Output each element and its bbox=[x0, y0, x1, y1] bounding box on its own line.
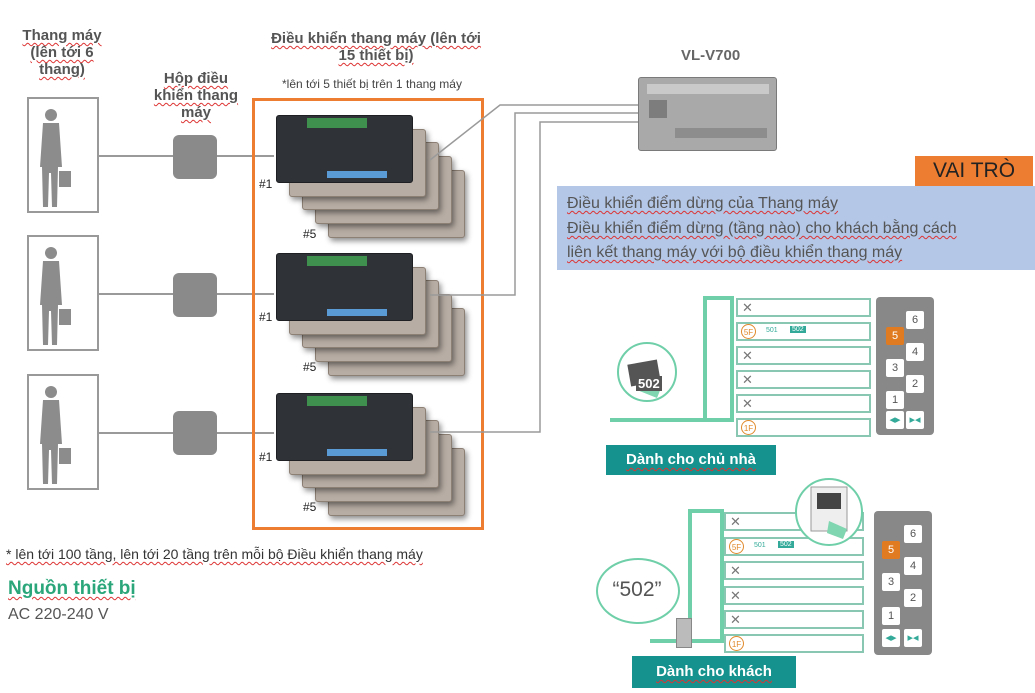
power-title: Nguồn thiết bị bbox=[8, 578, 136, 599]
floor-row: ✕ bbox=[724, 586, 864, 605]
floor-button-5[interactable]: 5 bbox=[882, 541, 900, 559]
floor-row: ✕ bbox=[736, 394, 871, 413]
guest-label: Dành cho khách bbox=[632, 656, 796, 688]
control-box-3 bbox=[173, 411, 217, 455]
floor-button-4[interactable]: 4 bbox=[904, 557, 922, 575]
controller-stack-2 bbox=[276, 253, 476, 393]
key-card-icon bbox=[617, 342, 677, 402]
elevator-2 bbox=[27, 235, 99, 351]
footnote: * lên tới 100 tầng, lên tới 20 tầng trên… bbox=[6, 546, 423, 562]
floor-row: ✕ bbox=[724, 610, 864, 629]
cross-icon: ✕ bbox=[742, 300, 753, 315]
floor-button-4[interactable]: 4 bbox=[906, 343, 924, 361]
stack-label-first: #1 bbox=[259, 177, 273, 191]
elevator-button-panel: 6 5 4 3 2 1 ◂▸ ▸◂ bbox=[876, 297, 934, 435]
controller-stack-3 bbox=[276, 393, 476, 533]
cross-icon: ✕ bbox=[730, 514, 741, 529]
control-box-1 bbox=[173, 135, 217, 179]
floor-marker: 5F bbox=[729, 539, 744, 554]
floor-row: ✕ bbox=[736, 370, 871, 389]
controller-stack-1 bbox=[276, 115, 476, 255]
room-label-active: 502 bbox=[790, 326, 806, 333]
cross-icon: ✕ bbox=[730, 563, 741, 578]
controller-note: *lên tới 5 thiết bị trên 1 thang máy bbox=[282, 77, 462, 91]
floor-button-2[interactable]: 2 bbox=[904, 589, 922, 607]
floor-marker: 5F bbox=[741, 324, 756, 339]
floor-button-3[interactable]: 3 bbox=[886, 359, 904, 377]
role-badge: VAI TRÒ bbox=[915, 156, 1033, 186]
floor-row-selected: 5F 501 502 bbox=[736, 322, 871, 341]
elevator-3 bbox=[27, 374, 99, 490]
door-close-button[interactable]: ▸◂ bbox=[906, 411, 924, 429]
person-icon bbox=[40, 247, 71, 345]
elevator-controller-column-title: Điều khiển thang máy (lên tới 15 thiết b… bbox=[271, 30, 481, 64]
floor-row: 1F bbox=[724, 634, 864, 653]
speech-text: “502” bbox=[612, 578, 662, 601]
cross-icon: ✕ bbox=[742, 372, 753, 387]
floor-button-1[interactable]: 1 bbox=[886, 391, 904, 409]
door-open-button[interactable]: ◂▸ bbox=[886, 411, 904, 429]
floor-button-1[interactable]: 1 bbox=[882, 607, 900, 625]
floor-button-2[interactable]: 2 bbox=[906, 375, 924, 393]
role-line: Điều khiển điểm dừng (tầng nào) cho khác… bbox=[567, 220, 957, 237]
floor-marker: 1F bbox=[741, 420, 756, 435]
person-icon bbox=[40, 109, 71, 207]
role-line: liên kết thang máy với bộ điều khiển tha… bbox=[567, 244, 903, 261]
power-value: AC 220-240 V bbox=[8, 606, 109, 623]
control-box-column-title: Hộp điều khiển thang máy bbox=[153, 70, 239, 121]
floor-button-3[interactable]: 3 bbox=[882, 573, 900, 591]
elevator-controller-device bbox=[276, 393, 413, 461]
cross-icon: ✕ bbox=[742, 348, 753, 363]
stack-label-last: #5 bbox=[303, 500, 317, 514]
elevator-1 bbox=[27, 97, 99, 213]
elevator-controller-device bbox=[276, 115, 413, 183]
role-line: Điều khiển điểm dừng của Thang máy bbox=[567, 195, 839, 212]
vl-v700-device bbox=[638, 77, 777, 151]
floor-row: ✕ bbox=[736, 298, 871, 317]
floor-row: ✕ bbox=[724, 561, 864, 580]
cross-icon: ✕ bbox=[730, 588, 741, 603]
door-station-icon bbox=[676, 618, 692, 648]
elevator-button-panel: 6 5 4 3 2 1 ◂▸ ▸◂ bbox=[874, 511, 932, 655]
cross-icon: ✕ bbox=[742, 396, 753, 411]
stack-label-last: #5 bbox=[303, 360, 317, 374]
door-open-button[interactable]: ◂▸ bbox=[882, 629, 900, 647]
owner-label: Dành cho chủ nhà bbox=[606, 445, 776, 475]
elevator-controller-device bbox=[276, 253, 413, 321]
stack-label-first: #1 bbox=[259, 310, 273, 324]
card-number: 502 bbox=[636, 376, 662, 391]
door-close-button[interactable]: ▸◂ bbox=[904, 629, 922, 647]
room-label: 501 bbox=[754, 542, 766, 549]
person-icon bbox=[40, 386, 71, 484]
floor-marker: 1F bbox=[729, 636, 744, 651]
control-box-2 bbox=[173, 273, 217, 317]
floor-row: 1F bbox=[736, 418, 871, 437]
elevator-column-title: Thang máy (lên tới 6 thang) bbox=[22, 27, 102, 78]
cross-icon: ✕ bbox=[730, 612, 741, 627]
device-name: VL-V700 bbox=[681, 47, 741, 64]
floor-row: ✕ bbox=[736, 346, 871, 365]
stack-label-first: #1 bbox=[259, 450, 273, 464]
controller-group-frame bbox=[252, 98, 484, 530]
floor-button-6[interactable]: 6 bbox=[906, 311, 924, 329]
room-label-active: 502 bbox=[778, 541, 794, 548]
speech-bubble bbox=[596, 558, 680, 624]
floor-button-5[interactable]: 5 bbox=[886, 327, 904, 345]
stack-label-last: #5 bbox=[303, 227, 317, 241]
role-panel: Điều khiển điểm dừng của Thang máy Điều … bbox=[557, 186, 1035, 270]
room-label: 501 bbox=[766, 327, 778, 334]
intercom-monitor-icon bbox=[795, 478, 863, 546]
floor-button-6[interactable]: 6 bbox=[904, 525, 922, 543]
